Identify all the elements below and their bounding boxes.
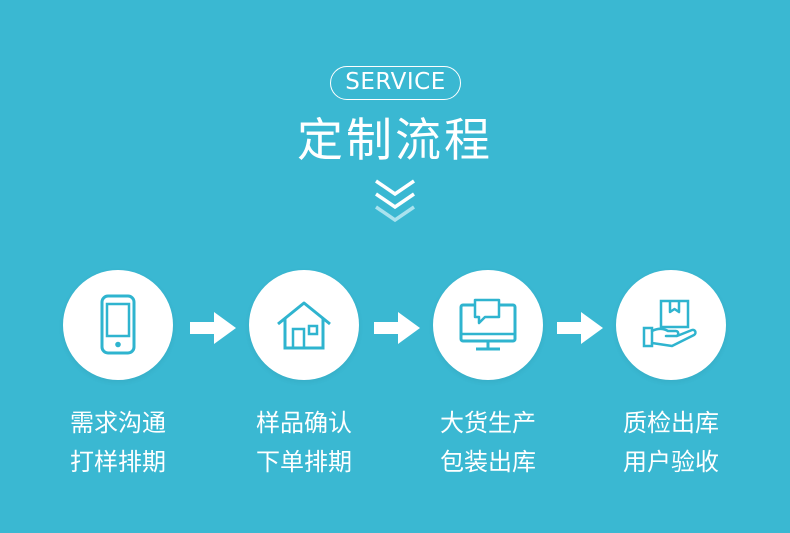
step-1-circle [63, 270, 173, 380]
step-2-line-1: 样品确认 [256, 409, 352, 437]
step-2-line-2: 下单排期 [256, 448, 352, 476]
double-chevron-down-icon [375, 179, 415, 223]
step-4-line-1: 质检出库 [623, 409, 719, 437]
step-4-text: 质检出库 用户验收 [581, 404, 761, 482]
service-badge: SERVICE [330, 66, 461, 100]
step-3-text: 大货生产 包装出库 [398, 404, 578, 482]
arrow-right-icon [190, 312, 236, 344]
step-3-line-1: 大货生产 [440, 409, 536, 437]
step-3-circle [433, 270, 543, 380]
step-2-circle [249, 270, 359, 380]
step-3-line-2: 包装出库 [440, 448, 536, 476]
step-1-text: 需求沟通 打样排期 [28, 404, 208, 482]
arrow-right-icon [557, 312, 603, 344]
arrow-right-icon [374, 312, 420, 344]
page-title: 定制流程 [297, 113, 493, 167]
step-4-circle [616, 270, 726, 380]
hand-box-icon [642, 299, 697, 348]
step-4-line-2: 用户验收 [623, 448, 719, 476]
smartphone-icon [100, 294, 136, 355]
step-2-text: 样品确认 下单排期 [214, 404, 394, 482]
monitor-chat-icon [459, 298, 517, 351]
step-1-line-1: 需求沟通 [70, 409, 166, 437]
step-1-line-2: 打样排期 [70, 448, 166, 476]
house-icon [277, 301, 331, 350]
